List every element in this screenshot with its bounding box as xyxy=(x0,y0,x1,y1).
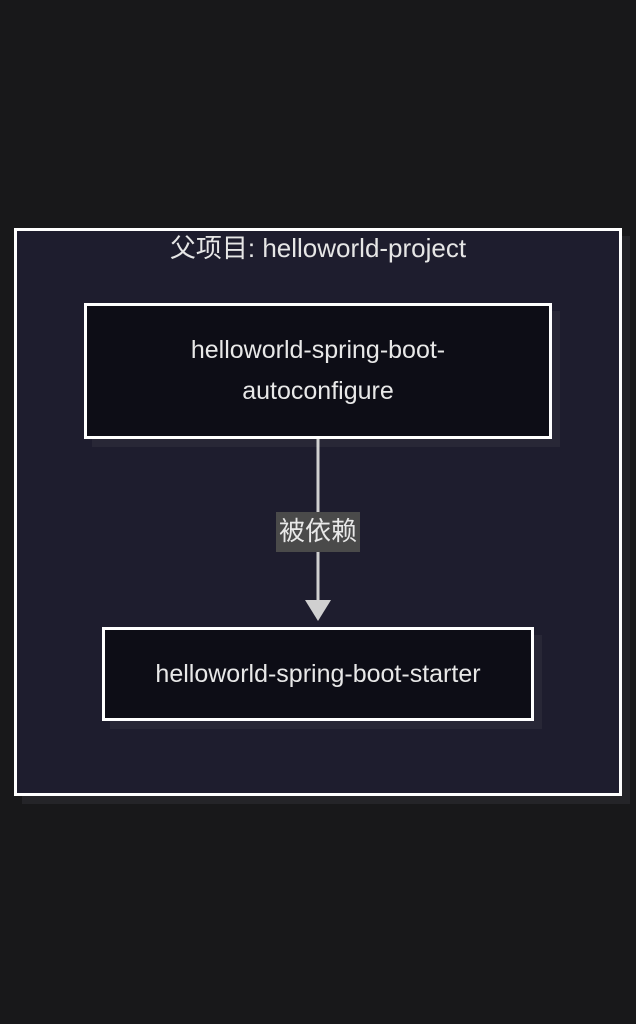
node-starter[interactable]: helloworld-spring-boot-starter xyxy=(102,627,534,721)
edge-label: 被依赖 xyxy=(276,512,360,552)
cluster-title: 父项目: helloworld-project xyxy=(169,233,467,263)
node-starter-label: helloworld-spring-boot-starter xyxy=(155,659,481,688)
arrowhead-icon xyxy=(305,600,331,621)
node-autoconfigure[interactable]: helloworld-spring-boot-autoconfigure xyxy=(84,303,552,439)
node-autoconfigure-label: helloworld-spring-boot-autoconfigure xyxy=(190,336,446,405)
